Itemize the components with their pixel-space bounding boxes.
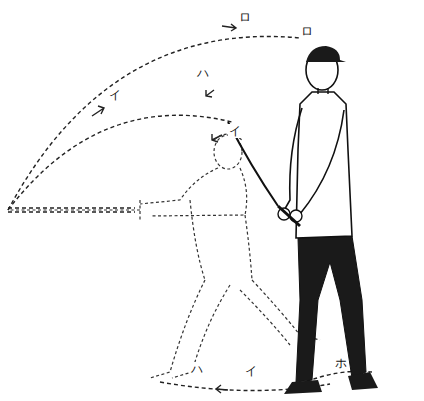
shoes [284, 372, 378, 394]
trajectory-lines [8, 36, 372, 390]
shirt [296, 92, 352, 238]
callout-label: イ [108, 88, 122, 102]
callout-label: ロ [300, 24, 314, 38]
direction-arrows [92, 24, 236, 393]
callout-label: イ [244, 364, 258, 378]
callout-label: ホ [334, 356, 348, 370]
callout-label: ハ [190, 362, 204, 376]
callout-label: ハ [196, 66, 210, 80]
callout-label: イ [228, 124, 242, 138]
dashed-figure [140, 134, 320, 378]
trousers [296, 236, 366, 382]
callout-label: ロ [238, 10, 252, 24]
